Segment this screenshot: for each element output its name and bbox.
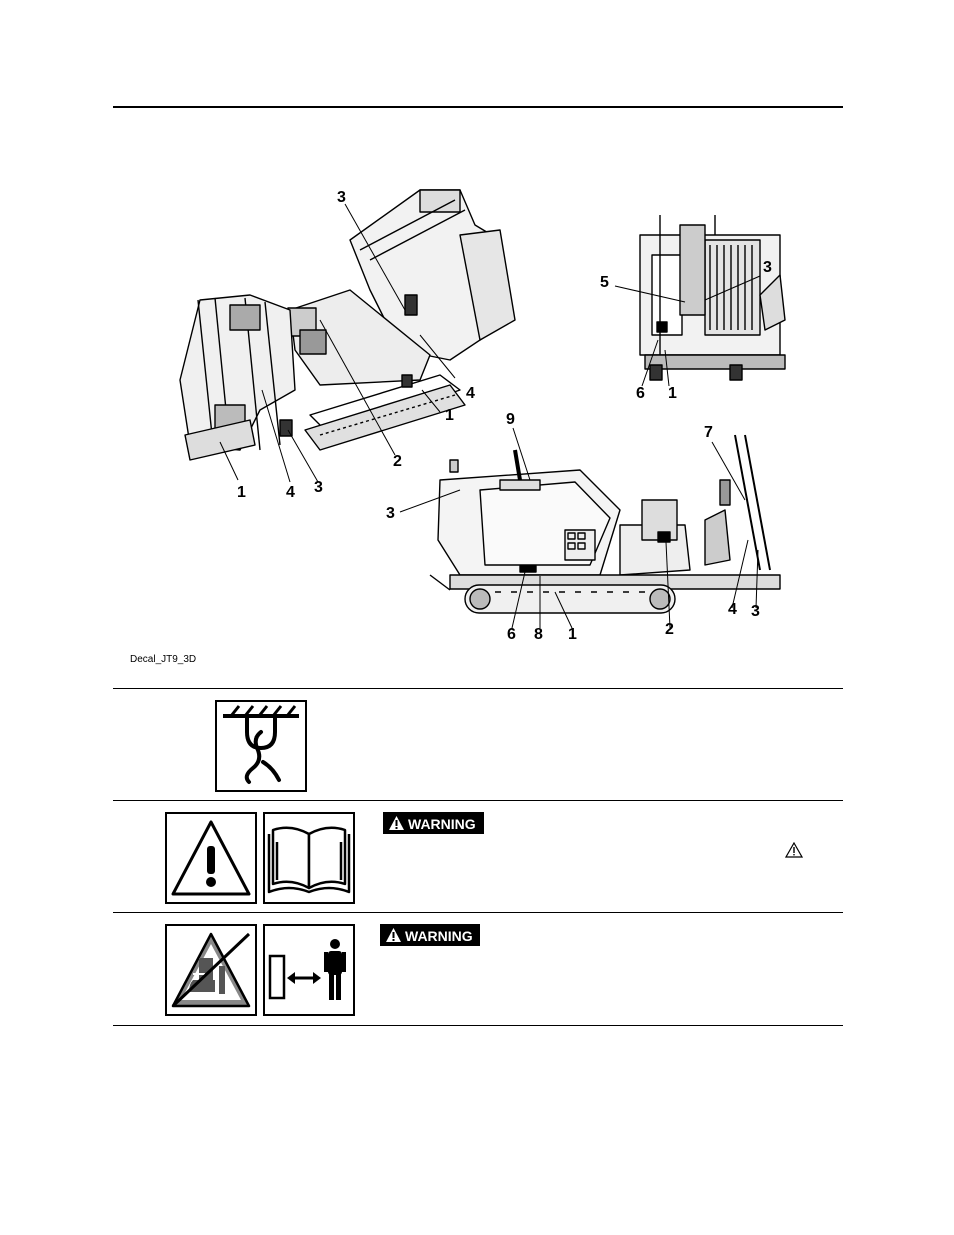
callout-5: 5: [600, 274, 609, 291]
callout-3: 3: [386, 505, 395, 522]
warning-signal-word: WARNING: [380, 924, 480, 946]
alert-triangle-icon: [171, 820, 251, 896]
machine-illustrations: [179, 189, 786, 629]
callout-3: 3: [337, 189, 346, 206]
table-rule: [113, 800, 843, 801]
foot-crush-icon: [171, 932, 251, 1008]
warning-signal-word: WARNING: [383, 812, 484, 834]
callout-4: 4: [466, 385, 475, 402]
callout-8: 8: [534, 626, 543, 643]
callout-1: 1: [668, 385, 677, 402]
warning-alert-icon: [389, 816, 404, 830]
book-icon: [267, 826, 351, 894]
figure-caption: Decal_JT9_3D: [130, 654, 197, 665]
table-rule: [113, 1025, 843, 1026]
machine-decal-diagram: 3 4 1 2 1 4 3 5 3 6 1 9 7 3 6 8 1 2 4 3: [120, 180, 800, 650]
callout-9: 9: [506, 411, 515, 428]
lift-point-decal: [215, 700, 307, 792]
machine-end-view: [639, 215, 786, 381]
read-manual-decal: [263, 812, 355, 904]
callout-7: 7: [704, 424, 713, 441]
callout-6: 6: [636, 385, 645, 402]
safety-alert-decal: [165, 812, 257, 904]
alert-symbol-icon: [785, 842, 803, 858]
keep-clear-decal: [263, 924, 355, 1016]
callout-3: 3: [751, 603, 760, 620]
callout-1: 1: [237, 484, 246, 501]
callout-2: 2: [393, 453, 402, 470]
callout-6: 6: [507, 626, 516, 643]
table-rule: [113, 912, 843, 913]
callout-3: 3: [314, 479, 323, 496]
callout-4: 4: [728, 601, 737, 618]
warning-label: WARNING: [408, 816, 476, 832]
warning-label: WARNING: [405, 928, 473, 944]
table-rule: [113, 688, 843, 689]
callout-3: 3: [763, 259, 772, 276]
machine-isometric-view: [179, 189, 516, 461]
header-rule: [113, 106, 843, 108]
warning-alert-icon: [386, 928, 401, 942]
crush-hazard-decal: [165, 924, 257, 1016]
callout-1: 1: [568, 626, 577, 643]
machine-side-view: [429, 434, 781, 614]
leader-lines: [219, 203, 761, 629]
callout-1: 1: [445, 407, 454, 424]
callout-2: 2: [665, 621, 674, 638]
lift-hook-icon: [223, 705, 299, 784]
keep-distance-icon: [268, 939, 346, 1000]
callout-4: 4: [286, 484, 295, 501]
